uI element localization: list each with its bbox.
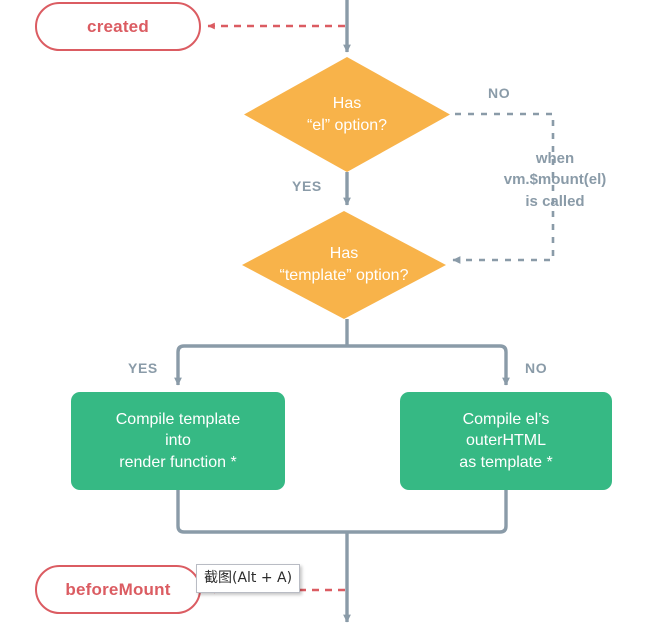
decision-has-template-label: Has “template” option? <box>279 245 409 284</box>
wire-template-yes <box>174 344 347 386</box>
decision-has-el-option[interactable]: Has “el” option? <box>244 57 450 172</box>
screenshot-tooltip: 截图(Alt + A) <box>196 564 301 593</box>
process-compile-template-into-render-function[interactable]: Compile template into render function * <box>71 392 285 490</box>
edge-label-yes-has-template: YES <box>128 360 158 376</box>
wire-merge-left <box>176 490 347 534</box>
process-compile-el-outerhtml-as-template[interactable]: Compile el’s outerHTML as template * <box>400 392 612 490</box>
wire-template-no <box>347 344 510 386</box>
lifecycle-hook-before-mount[interactable]: beforeMount <box>35 565 201 614</box>
edge-label-no-has-el: NO <box>488 85 511 101</box>
lifecycle-hook-created[interactable]: created <box>35 2 201 51</box>
note-when-mount-called: when vm.$mount(el) is called <box>503 150 607 210</box>
edge-label-yes-has-el: YES <box>292 178 322 194</box>
wire-merge-right <box>347 490 508 534</box>
edge-label-no-has-template: NO <box>525 360 548 376</box>
decision-has-el-label: Has “el” option? <box>306 94 388 134</box>
decision-has-template-option[interactable]: Has “template” option? <box>242 211 446 319</box>
